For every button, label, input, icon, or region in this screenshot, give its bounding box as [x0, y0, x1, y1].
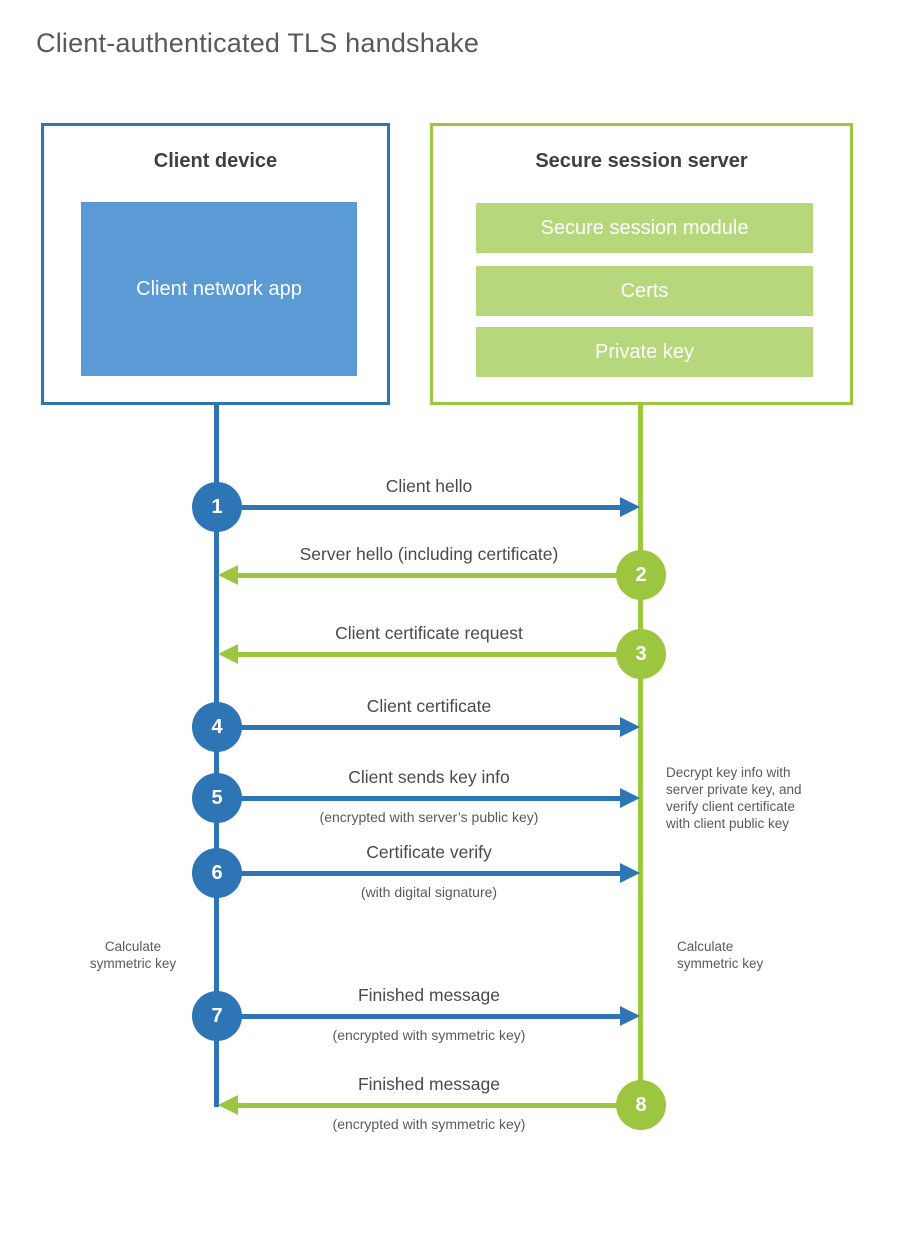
step-7-arrow-line: [217, 1014, 621, 1019]
step-5-arrow-line: [217, 796, 621, 801]
calculate-symmetric-key-note-client: Calculate symmetric key: [89, 939, 177, 971]
step-5-circle: 5: [192, 773, 242, 823]
step-1-label: Client hello: [385, 476, 473, 496]
client-network-app-block: Client network app: [81, 202, 357, 376]
step-7-sublabel: (encrypted with symmetric key): [332, 1027, 526, 1043]
client-network-app-label: Client network app: [136, 278, 302, 300]
step-7-circle: 7: [192, 991, 242, 1041]
decrypt-note: Decrypt key info with server private key…: [666, 765, 802, 831]
step-6-label: Certificate verify: [366, 842, 492, 862]
step-8-sublabel: (encrypted with symmetric key): [332, 1116, 526, 1132]
step-6-circle: 6: [192, 848, 242, 898]
step-2-circle: 2: [616, 550, 666, 600]
step-3-arrowhead-icon: [218, 644, 238, 664]
step-6-arrow-line: [217, 871, 621, 876]
server-module-secure-session: Secure session module: [476, 203, 813, 253]
step-8-circle: 8: [616, 1080, 666, 1130]
step-4-circle: 4: [192, 702, 242, 752]
step-1-arrowhead-icon: [620, 497, 640, 517]
step-4-arrow-line: [217, 725, 621, 730]
step-2-arrowhead-icon: [218, 565, 238, 585]
client-lifeline: [214, 405, 219, 1107]
step-8-arrow-line: [236, 1103, 641, 1108]
calculate-symmetric-key-note-server: Calculate symmetric key: [677, 939, 764, 971]
step-4-arrowhead-icon: [620, 717, 640, 737]
step-4-label: Client certificate: [366, 696, 492, 716]
step-6-sublabel: (with digital signature): [360, 884, 498, 900]
client-device-title: Client device: [153, 150, 278, 172]
step-3-label: Client certificate request: [335, 623, 523, 643]
step-7-label: Finished message: [357, 985, 501, 1005]
server-module-certs: Certs: [476, 266, 813, 316]
step-5-label: Client sends key info: [348, 767, 510, 787]
step-5-arrowhead-icon: [620, 788, 640, 808]
step-3-arrow-line: [236, 652, 641, 657]
step-1-circle: 1: [192, 482, 242, 532]
step-7-arrowhead-icon: [620, 1006, 640, 1026]
step-8-label: Finished message: [357, 1074, 501, 1094]
step-8-arrowhead-icon: [218, 1095, 238, 1115]
step-5-sublabel: (encrypted with server’s public key): [319, 809, 539, 825]
page-title: Client-authenticated TLS handshake: [36, 28, 480, 58]
client-device-box: Client device Client network app: [41, 123, 390, 405]
step-6-arrowhead-icon: [620, 863, 640, 883]
server-module-private-key: Private key: [476, 327, 813, 377]
secure-session-server-box: Secure session server Secure session mod…: [430, 123, 853, 405]
secure-session-server-title: Secure session server: [535, 150, 748, 172]
server-lifeline: [638, 405, 643, 1107]
step-1-arrow-line: [217, 505, 621, 510]
step-2-arrow-line: [236, 573, 641, 578]
step-3-circle: 3: [616, 629, 666, 679]
step-2-label: Server hello (including certificate): [299, 544, 559, 564]
